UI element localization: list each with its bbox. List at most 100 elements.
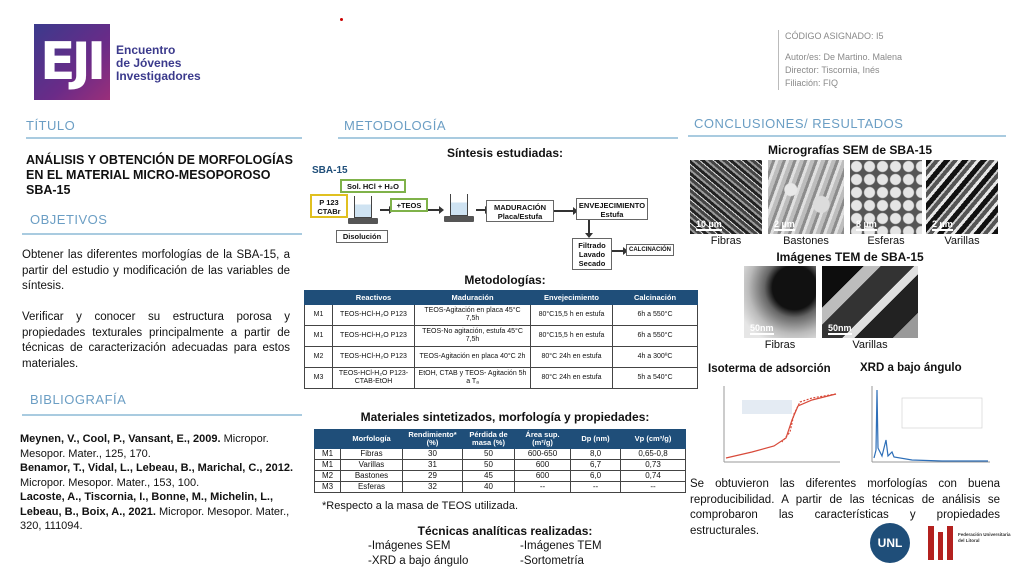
table-cell: 4h a 300ºC	[612, 346, 698, 368]
scale-bar: 8 µm	[856, 219, 877, 231]
arrow-down-icon	[585, 220, 593, 238]
poster-info: CÓDIGO ASIGNADO: I5 Autor/es: De Martino…	[778, 30, 1008, 90]
table-cell: Esferas	[340, 481, 403, 493]
table-header: Morfología	[340, 429, 403, 449]
sem-image-fibras: 10 µm	[690, 160, 762, 234]
eji-logo-glyph: EJI	[40, 32, 106, 92]
secado-label: Secado	[578, 259, 606, 268]
reference-source: Micropor. Mesopor. Mater., 320, 111094.	[20, 505, 290, 533]
table-cell: M3	[314, 481, 341, 493]
tecnica-item: -Imágenes TEM	[520, 540, 602, 552]
table-row: M1 Varillas 31 50 600 6,7 0,73	[314, 459, 686, 471]
table-cell: 0,73	[620, 459, 686, 471]
table-cell: 31	[402, 459, 463, 471]
table-cell: TEOS-HCl-H₂O P123	[332, 325, 415, 347]
table-cell: Bastones	[340, 470, 403, 482]
objetivos-heading: OBJETIVOS	[30, 212, 108, 227]
diagram-disolucion-box: Disolución	[336, 230, 388, 243]
divider	[22, 414, 302, 416]
tecnica-item: -Sortometría	[520, 555, 584, 567]
table-cell: M2	[314, 470, 341, 482]
table-cell: 45	[462, 470, 515, 482]
table-header: Envejecimiento	[530, 290, 613, 305]
table-row: M2 TEOS-HCl-H₂O P123 TEOS-Agitación en p…	[304, 346, 698, 368]
lavado-label: Lavado	[578, 250, 606, 259]
table-cell: 30	[402, 448, 463, 460]
table-cell: 50	[462, 448, 515, 460]
metodologia-heading: METODOLOGÍA	[344, 118, 447, 133]
diagram-maduracion-box: MADURACIÓN Placa/Estufa	[486, 200, 554, 222]
table-cell: 0,65-0,8	[620, 448, 686, 460]
table-cell: 6h a 550°C	[612, 325, 698, 347]
logo-line3: Investigadores	[116, 69, 201, 83]
arrow-icon	[476, 206, 490, 214]
arrow-icon	[612, 247, 628, 255]
divider	[26, 137, 302, 139]
diagram-calcinacion-box: CALCINACIÓN	[626, 244, 674, 256]
bibliografia-heading: BIBLIOGRAFÍA	[30, 392, 127, 407]
scale-bar: 10 µm	[696, 219, 722, 231]
table-row: M3 Esferas 32 40 -- -- --	[314, 481, 686, 493]
diagram-teos-box: +TEOS	[390, 198, 428, 212]
table-cell: 0,74	[620, 470, 686, 482]
synthesis-diagram: SBA-15 Sol. HCl + H₂O P 123 CTABr Disolu…	[304, 160, 704, 272]
unl-logo-text: UNL	[877, 536, 903, 550]
reference: Meynen, V., Cool, P., Vansant, E., 2009.…	[20, 432, 302, 461]
table-header: Rendimiento* (%)	[402, 429, 463, 449]
reference-authors: Lacoste, A., Tiscornia, I., Bonne, M., M…	[20, 491, 274, 518]
table-cell: --	[570, 481, 621, 493]
tem-image-fibras: 50nm	[744, 266, 816, 338]
table-cell: 80°C15,5 h en estufa	[530, 325, 613, 347]
materiales-table: Morfología Rendimiento* (%) Pérdida de m…	[314, 429, 686, 493]
table-header: Reactivos	[332, 290, 415, 305]
sem-caption: Fibras	[710, 235, 742, 247]
conclusiones-text: Se obtuvieron las diferentes morfologías…	[690, 478, 1000, 537]
table-cell: M1	[314, 459, 341, 471]
reference-source: Micropor. Mesopor. Mater., 153, 100.	[20, 476, 200, 489]
metodologias-title: Metodologías:	[464, 273, 546, 287]
tecnica-item: -Imágenes SEM	[368, 540, 451, 552]
tem-title: Imágenes TEM de SBA-15	[776, 250, 924, 264]
table-row: M2 Bastones 29 45 600 6,0 0,74	[314, 470, 686, 482]
table-cell: Varillas	[340, 459, 403, 471]
table-header: Vp (cm³/g)	[620, 429, 686, 449]
conclusiones-heading: CONCLUSIONES/ RESULTADOS	[694, 116, 904, 131]
table-cell: TEOS-Agitación en placa 40°C 2h	[414, 346, 531, 368]
table-cell: 600	[514, 470, 571, 482]
titulo-heading: TÍTULO	[26, 118, 76, 133]
table-cell: 6,7	[570, 459, 621, 471]
inset-box	[901, 397, 983, 429]
table-header: Pérdida de masa (%)	[462, 429, 515, 449]
table-cell: 6,0	[570, 470, 621, 482]
objetivo-1: Obtener las diferentes morfologías de la…	[22, 249, 290, 292]
xrd-title: XRD a bajo ángulo	[860, 362, 962, 374]
table-cell: 80°C 24h en estufa	[530, 346, 613, 368]
reference: Lacoste, A., Tiscornia, I., Bonne, M., M…	[20, 490, 302, 534]
scale-bar: 2 µm	[774, 219, 795, 231]
metodologias-table: Reactivos Maduración Envejecimiento Calc…	[304, 290, 698, 389]
table-cell: 80°C15,5 h en estufa	[530, 304, 613, 326]
bibliografia-list: Meynen, V., Cool, P., Vansant, E., 2009.…	[20, 432, 302, 534]
reference-authors: Benamor, T., Vidal, L., Lebeau, B., Mari…	[20, 462, 294, 474]
table-cell: 29	[402, 470, 463, 482]
sem-title: Micrografías SEM de SBA-15	[767, 143, 933, 157]
table-footnote: *Respecto a la masa de TEOS utilizada.	[322, 500, 519, 512]
sintesis-title: Síntesis estudiadas:	[446, 146, 564, 160]
table-cell: 600	[514, 459, 571, 471]
sem-caption: Esferas	[867, 235, 905, 247]
table-header-row: Reactivos Maduración Envejecimiento Calc…	[304, 290, 698, 305]
table-cell: TEOS-Agitación en placa 45°C 7,5h	[414, 304, 531, 326]
table-cell: 80°C 24h en estufa	[530, 367, 613, 389]
sem-image-esferas: 8 µm	[850, 160, 922, 234]
divider	[688, 135, 1006, 137]
materiales-title: Materiales sintetizados, morfología y pr…	[360, 410, 650, 424]
table-cell: 8,0	[570, 448, 621, 460]
table-row: M1 TEOS-HCl-H₂O P123 TEOS-No agitación, …	[304, 325, 698, 347]
scale-bar: 50nm	[750, 323, 774, 335]
director: Director: Tiscornia, Inés	[785, 65, 880, 75]
scale-bar: 50nm	[828, 323, 852, 335]
diagram-p123-box: P 123 CTABr	[310, 194, 348, 218]
table-header: Área sup. (m²/g)	[514, 429, 571, 449]
beaker-icon	[354, 196, 372, 218]
arrow-icon	[428, 206, 444, 214]
